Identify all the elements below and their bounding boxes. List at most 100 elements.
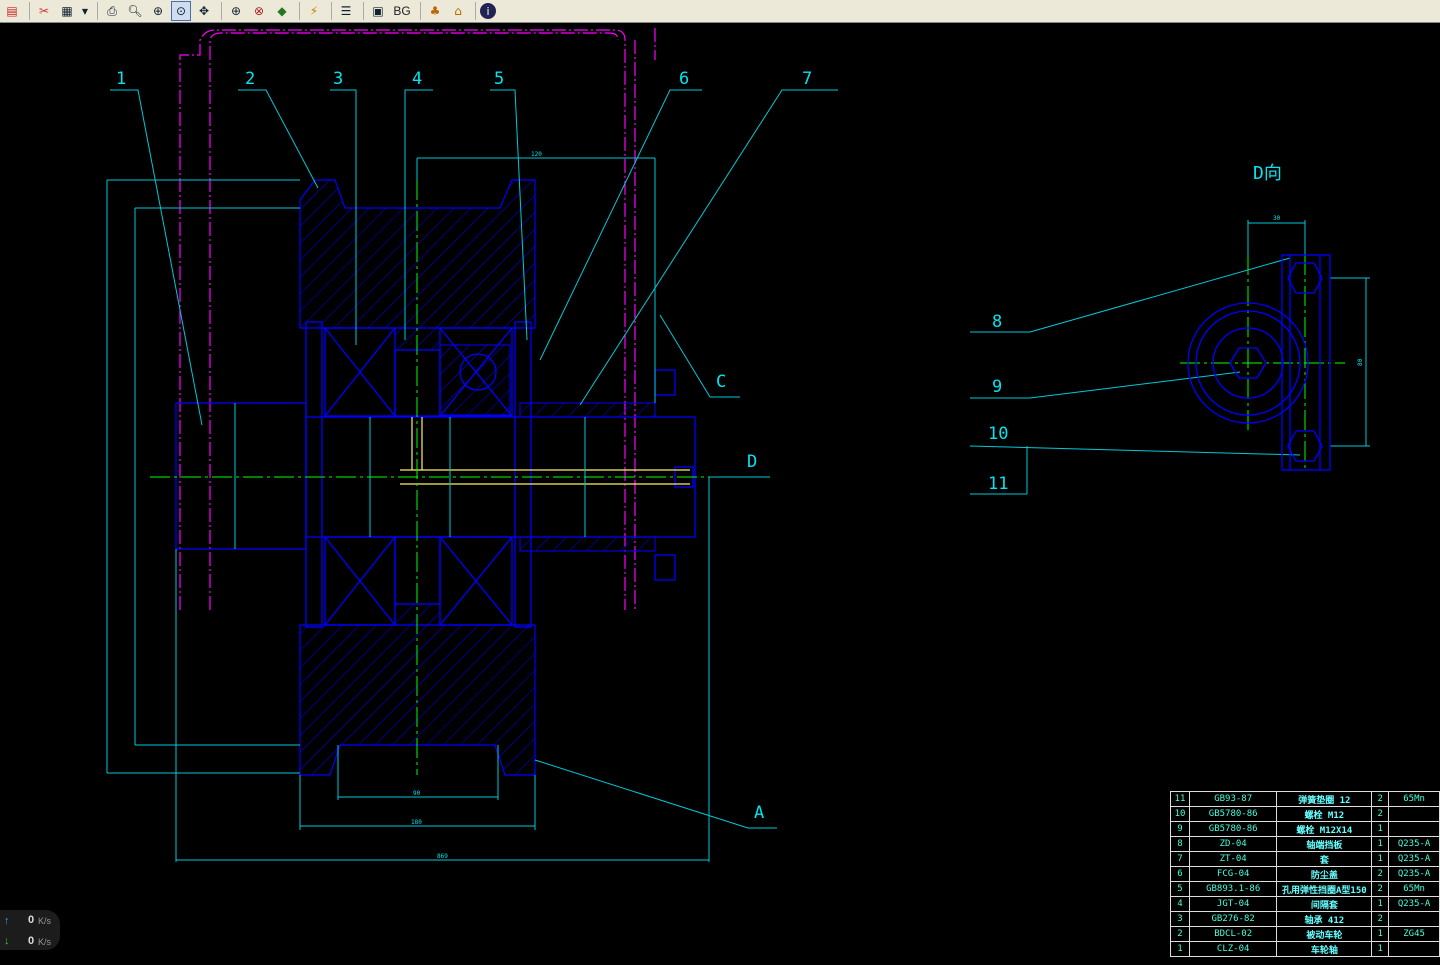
display-icon[interactable]: ▣ xyxy=(372,4,384,18)
bom-cell-code: GB893.1-86 xyxy=(1188,881,1278,897)
centerlines xyxy=(150,180,1345,775)
measure-icon[interactable]: ⚡ xyxy=(309,4,319,18)
bom-cell-code: BDCL-02 xyxy=(1188,926,1278,942)
balloon-5: 5 xyxy=(494,69,504,89)
paste-icon[interactable]: ▦ xyxy=(61,4,73,18)
shaft-outline xyxy=(175,321,696,628)
pan-icon[interactable]: ✥ xyxy=(198,4,210,18)
bom-cell-qty: 1 xyxy=(1371,896,1390,912)
bom-cell-name: 车轮轴 xyxy=(1276,941,1373,957)
bom-cell-no: 4 xyxy=(1170,896,1190,912)
toolbar-separator xyxy=(420,2,421,20)
bom-cell-code: GB5780-86 xyxy=(1188,806,1278,822)
dropdown-arrow-icon[interactable]: ▼ xyxy=(81,6,89,16)
toolbar-separator xyxy=(331,2,332,20)
bom-cell-code: ZD-04 xyxy=(1188,836,1278,852)
toolbar-separator xyxy=(29,2,30,20)
bom-cell-no: 11 xyxy=(1170,791,1190,807)
upload-arrow-icon: ↑ xyxy=(4,915,10,927)
zoom-all-icon[interactable]: ⊕ xyxy=(230,4,242,18)
section-letter-c: C xyxy=(716,372,726,392)
section-letter-a: A xyxy=(754,803,764,823)
tree-icon[interactable]: ♣ xyxy=(429,4,441,18)
bom-cell-qty: 2 xyxy=(1371,881,1390,897)
oil-passage xyxy=(400,417,690,485)
balloon-2: 2 xyxy=(245,69,255,89)
bom-cell-mat xyxy=(1388,806,1440,822)
bom-cell-mat: 65Mn xyxy=(1388,791,1440,807)
bom-cell-name: 螺栓 M12X14 xyxy=(1276,821,1373,837)
bom-cell-qty: 1 xyxy=(1371,836,1390,852)
toolbar-separator xyxy=(363,2,364,20)
layers-icon[interactable]: ☰ xyxy=(340,4,352,18)
hidden-frame xyxy=(179,28,656,610)
drawing-canvas[interactable]: 1 2 3 4 5 6 7 C D A 8 9 10 11 D向 120 90 … xyxy=(0,24,1440,965)
bom-cell-mat: Q235-A xyxy=(1388,836,1440,852)
bom-cell-no: 1 xyxy=(1170,941,1190,957)
zoom-previous-icon[interactable]: ⊗ xyxy=(253,4,265,18)
download-speed: 0 xyxy=(28,935,35,947)
print-icon[interactable]: ⎙ xyxy=(107,3,117,18)
bom-cell-name: 轴端挡板 xyxy=(1276,836,1373,852)
bom-cell-mat xyxy=(1388,821,1440,837)
balloon-3: 3 xyxy=(333,69,343,89)
bom-cell-qty: 1 xyxy=(1371,941,1390,957)
dim-30: 30 xyxy=(1273,215,1281,222)
bom-cell-code: GB276-82 xyxy=(1188,911,1278,927)
bom-cell-no: 8 xyxy=(1170,836,1190,852)
balloon-9: 9 xyxy=(992,377,1002,397)
bom-cell-no: 7 xyxy=(1170,851,1190,867)
bom-cell-qty: 2 xyxy=(1371,911,1390,927)
balloon-1: 1 xyxy=(116,69,126,89)
bom-cell-code: FCG-04 xyxy=(1188,866,1278,882)
balloon-6: 6 xyxy=(679,69,689,89)
leader-lines xyxy=(106,89,1370,862)
bom-cell-name: 被动车轮 xyxy=(1276,926,1373,942)
bom-cell-no: 5 xyxy=(1170,881,1190,897)
home-icon[interactable]: ⌂ xyxy=(454,4,462,18)
bom-cell-mat: Q235-A xyxy=(1388,896,1440,912)
bom-cell-code: JGT-04 xyxy=(1188,896,1278,912)
zoom-in-icon[interactable]: ⊕ xyxy=(152,4,164,18)
toolbar: ▤ ✂ ▦ ▼ ⎙ 🔍︎ ⊕ ⊙ ✥ ⊕ ⊗ ◆ ⚡ ☰ ▣ BG ♣ ⌂ i xyxy=(0,0,1440,23)
upload-speed: 0 xyxy=(28,914,35,926)
dim-80: 80 xyxy=(1357,358,1364,366)
bom-cell-name: 轴承 412 xyxy=(1276,911,1373,927)
bom-cell-no: 6 xyxy=(1170,866,1190,882)
upload-unit: K/s xyxy=(38,916,52,926)
dimension-texts: 120 90 180 869 30 80 xyxy=(411,151,1364,860)
app-icon[interactable]: ▤ xyxy=(6,4,18,18)
bom-cell-name: 螺栓 M12 xyxy=(1276,806,1373,822)
dim-180: 180 xyxy=(411,819,422,826)
balloon-10: 10 xyxy=(988,424,1008,444)
bom-cell-qty: 2 xyxy=(1371,806,1390,822)
bom-cell-mat xyxy=(1388,941,1440,957)
zoom-out-icon[interactable]: 🔍︎ xyxy=(127,4,143,18)
bom-cell-qty: 1 xyxy=(1371,821,1390,837)
bom-cell-qty: 2 xyxy=(1371,791,1390,807)
balloon-4: 4 xyxy=(412,69,422,89)
open-file-icon[interactable]: ✂ xyxy=(38,4,50,18)
zoom-window-icon[interactable]: ⊙ xyxy=(171,1,191,21)
d-view-outline xyxy=(1187,254,1331,471)
toolbar-separator xyxy=(97,2,98,20)
bom-cell-no: 9 xyxy=(1170,821,1190,837)
bom-cell-code: ZT-04 xyxy=(1188,851,1278,867)
download-unit: K/s xyxy=(38,937,52,947)
net-speed-widget: ↑ 0 K/s ↓ 0 K/s xyxy=(0,910,60,950)
layer-icon[interactable]: ◆ xyxy=(277,4,287,18)
bom-cell-qty: 1 xyxy=(1371,851,1390,867)
info-icon[interactable]: i xyxy=(480,3,496,19)
bom-cell-mat: ZG45 xyxy=(1388,926,1440,942)
bg-button[interactable]: BG xyxy=(393,4,411,18)
